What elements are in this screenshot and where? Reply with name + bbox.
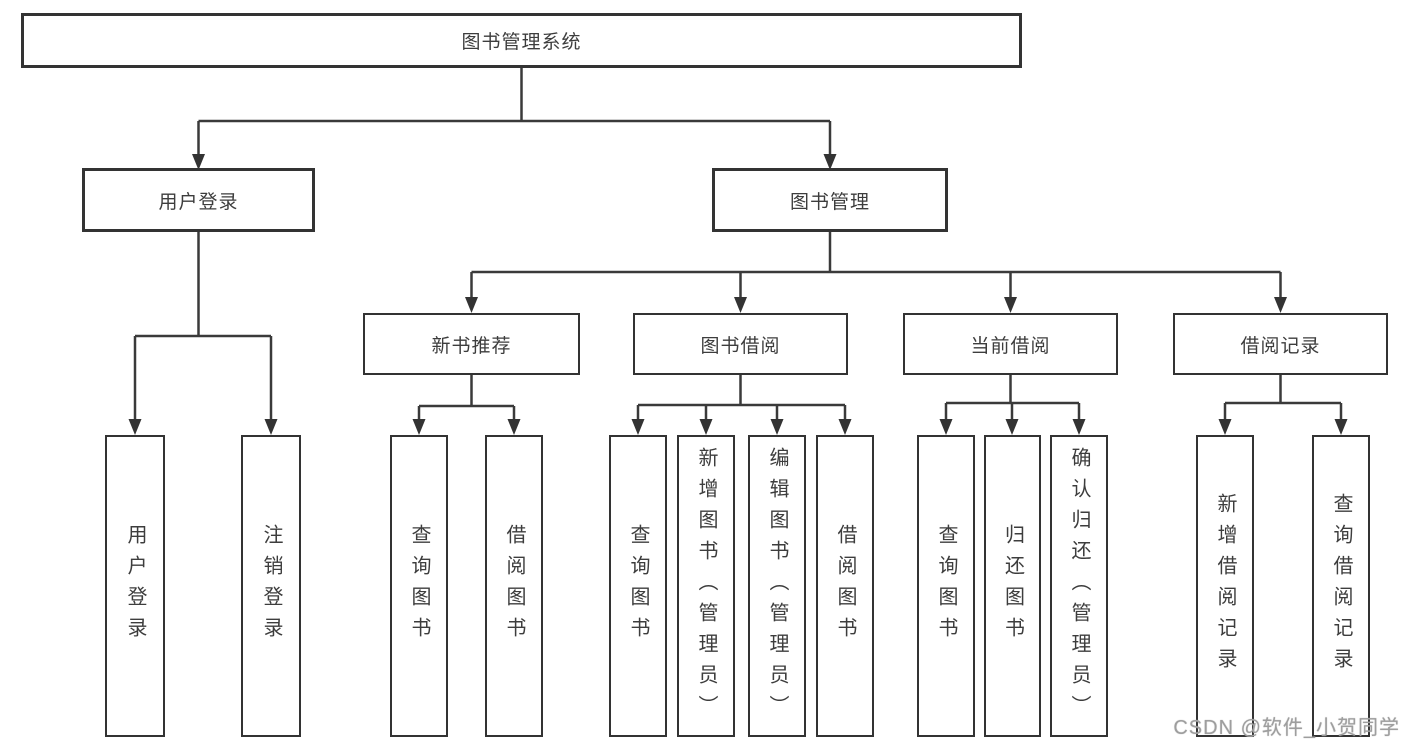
leaf-query-books-borrow: 查询图书 <box>609 435 667 737</box>
arrow-down-icon <box>128 419 142 435</box>
arrow-down-icon <box>1334 419 1348 435</box>
arrow-down-icon <box>1004 297 1017 313</box>
leaf-edit-book-admin: 编辑图书（管理员） <box>748 435 806 737</box>
branch-current-borrow-lines <box>944 375 1081 420</box>
leaf-label: 查询借阅记录 <box>1330 493 1352 679</box>
branch-new-book-recommend-lines <box>417 375 516 420</box>
arrow-down-icon <box>507 419 521 435</box>
leaf-label: 归还图书 <box>1001 524 1024 648</box>
leaf-label: 借阅图书 <box>834 524 856 648</box>
branch-book-borrow-lines <box>636 375 847 420</box>
arrow-down-icon <box>1218 419 1232 435</box>
leaf-label: 查询图书 <box>627 524 649 648</box>
leaf-label: 用户登录 <box>124 524 146 648</box>
leaf-logout-login: 注销登录 <box>241 435 301 737</box>
leaf-query-books-recommend: 查询图书 <box>390 435 448 737</box>
leaf-borrow-books: 借阅图书 <box>816 435 874 737</box>
arrow-down-icon <box>770 419 784 435</box>
leaf-add-book-admin: 新增图书（管理员） <box>677 435 735 737</box>
arrow-down-icon <box>1005 419 1019 435</box>
arrow-down-icon <box>838 419 852 435</box>
arrow-down-icon <box>192 154 205 170</box>
arrow-down-icon <box>699 419 713 435</box>
leaf-label: 查询图书 <box>935 524 957 648</box>
arrow-down-icon <box>631 419 645 435</box>
node-root: 图书管理系统 <box>21 13 1022 68</box>
leaf-return-book: 归还图书 <box>984 435 1041 737</box>
leaf-confirm-return-admin: 确认归还（管理员） <box>1050 435 1108 737</box>
arrow-down-icon <box>412 419 426 435</box>
watermark: CSDN @软件_小贺同学 <box>1173 717 1400 739</box>
arrow-down-icon <box>823 154 837 170</box>
node-book-borrow: 图书借阅 <box>633 313 848 375</box>
arrow-down-icon <box>1072 419 1086 435</box>
arrow-down-icon <box>465 297 478 313</box>
branch-root-lines <box>197 68 832 155</box>
branch-borrow-records-lines <box>1223 375 1343 420</box>
leaf-query-borrow-record: 查询借阅记录 <box>1312 435 1370 737</box>
leaf-add-borrow-record: 新增借阅记录 <box>1196 435 1254 737</box>
node-borrow-records: 借阅记录 <box>1173 313 1388 375</box>
arrow-down-icon <box>939 419 953 435</box>
node-book-management: 图书管理 <box>712 168 948 232</box>
branch-book-management-lines <box>470 232 1282 298</box>
leaf-label: 新增图书（管理员） <box>695 446 717 726</box>
leaf-borrow-books-recommend: 借阅图书 <box>485 435 543 737</box>
node-user-login: 用户登录 <box>82 168 315 232</box>
leaf-label: 确认归还（管理员） <box>1068 446 1090 726</box>
leaf-label: 借阅图书 <box>503 524 525 648</box>
leaf-label: 查询图书 <box>408 524 430 648</box>
leaf-label: 编辑图书（管理员） <box>766 446 788 726</box>
leaf-label: 新增借阅记录 <box>1214 493 1236 679</box>
node-current-borrow: 当前借阅 <box>903 313 1118 375</box>
arrow-down-icon <box>1274 297 1287 313</box>
arrow-down-icon <box>734 297 747 313</box>
arrow-down-icon <box>264 419 278 435</box>
node-new-book-recommend: 新书推荐 <box>363 313 580 375</box>
leaf-label: 注销登录 <box>260 524 282 648</box>
leaf-query-books-current: 查询图书 <box>917 435 975 737</box>
leaf-user-login: 用户登录 <box>105 435 165 737</box>
branch-user-login-lines <box>133 232 273 420</box>
